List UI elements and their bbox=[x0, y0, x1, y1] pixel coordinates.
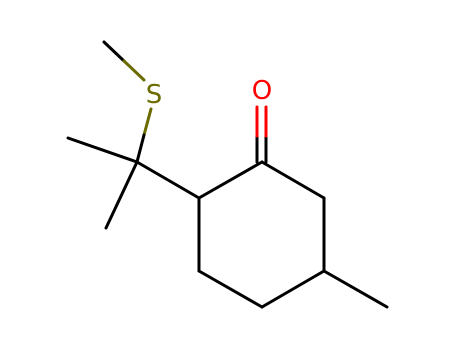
bond-s-quaternary-carbon-part bbox=[135, 133, 146, 164]
oxygen-atom-label: O bbox=[252, 76, 272, 106]
ring-bond-c2-c1 bbox=[197, 160, 264, 200]
bond-ring-methyl bbox=[322, 269, 389, 309]
bond-quaternary-ring bbox=[135, 160, 201, 200]
ring-bond-c4-c3 bbox=[197, 269, 264, 309]
bond-s-methyl-carbon-part bbox=[102, 40, 126, 63]
bond-s-methyl-sulfur-part bbox=[122, 59, 146, 82]
bond-quaternary-methyl-left bbox=[66, 136, 139, 164]
ring-bond-c1-c6 bbox=[260, 160, 326, 200]
bond-s-quaternary-sulfur-part bbox=[142, 107, 153, 137]
bond-quaternary-methyl-down bbox=[104, 160, 139, 230]
sulfur-atom-label: S bbox=[146, 80, 163, 110]
ring-bond-c5-c4 bbox=[260, 269, 326, 309]
